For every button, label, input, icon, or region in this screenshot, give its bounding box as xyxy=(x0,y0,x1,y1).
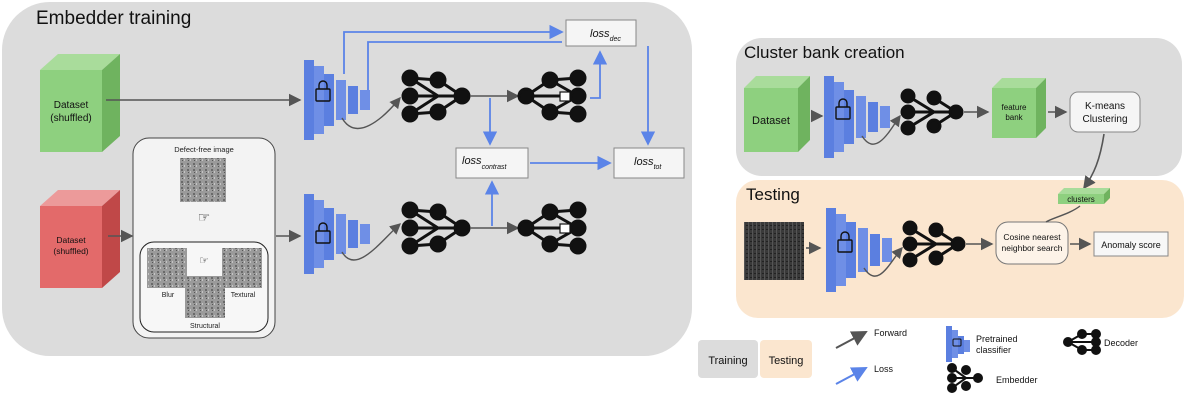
test-image xyxy=(744,222,804,280)
embedder-network-cluster xyxy=(900,88,964,136)
pretrained-encoder-cluster xyxy=(824,76,890,158)
svg-text:K-means: K-means xyxy=(1085,101,1125,112)
svg-text:Dataset: Dataset xyxy=(54,100,89,111)
decoder-network-bottom xyxy=(517,201,587,255)
svg-text:Decoder: Decoder xyxy=(1104,338,1138,348)
dataset-green-cube-small: Dataset xyxy=(744,76,810,152)
feature-bank-cube: feature bank xyxy=(992,78,1046,138)
svg-text:(shuffled): (shuffled) xyxy=(50,113,92,124)
hand-icon-small: ☞ xyxy=(199,255,209,267)
svg-text:Forward: Forward xyxy=(874,328,907,338)
testing-panel: Testing clusters xyxy=(736,133,1184,318)
kmeans-box: K-means Clustering xyxy=(1069,91,1141,133)
cosine-search-box: Cosine nearest neighbor search xyxy=(995,221,1069,265)
pretrained-encoder-testing xyxy=(826,208,892,292)
loss-arrows xyxy=(343,24,656,226)
anomaly-score-box: Anomaly score xyxy=(1093,231,1169,257)
embedder-network-bottom xyxy=(401,201,471,255)
svg-text:classifier: classifier xyxy=(976,345,1011,355)
svg-text:neighbor search: neighbor search xyxy=(1002,243,1063,253)
loss-dec-box: lossdec xyxy=(565,19,637,47)
svg-text:losscontrast: losscontrast xyxy=(462,155,508,171)
legend-testing: Testing xyxy=(760,340,812,378)
legend-training: Training xyxy=(698,340,758,378)
svg-text:Cosine nearest: Cosine nearest xyxy=(1003,232,1061,242)
svg-text:losstot: losstot xyxy=(634,156,662,171)
svg-text:Loss: Loss xyxy=(874,364,894,374)
svg-text:Anomaly score: Anomaly score xyxy=(1101,240,1161,250)
dataset-red-cube: Dataset (shuffled) xyxy=(40,190,120,288)
svg-text:feature: feature xyxy=(1002,103,1027,112)
embedder-training-panel: Embedder training Dataset (shuffled) Dat… xyxy=(2,2,692,356)
legend-decoder-icon xyxy=(1063,329,1101,355)
svg-text:Clustering: Clustering xyxy=(1082,114,1127,125)
embedder-training-title: Embedder training xyxy=(36,8,191,29)
cluster-bank-title: Cluster bank creation xyxy=(744,43,905,62)
svg-text:Dataset: Dataset xyxy=(56,235,86,245)
svg-text:Dataset: Dataset xyxy=(752,115,790,127)
svg-text:Training: Training xyxy=(708,355,747,367)
legend-pretrained-icon xyxy=(946,326,970,362)
svg-text:bank: bank xyxy=(1005,113,1023,122)
embedder-network-testing xyxy=(902,220,966,268)
legend-loss-arrow xyxy=(835,367,868,385)
legend-forward-arrow xyxy=(835,331,868,349)
decoder-network-top xyxy=(517,69,587,123)
legend-embedder-icon xyxy=(947,363,983,393)
augmentation-box: Defect-free image ☞ ☞ Blur Textural Stru… xyxy=(132,137,276,339)
blur-image xyxy=(147,248,187,288)
pretrained-encoder-bottom xyxy=(304,194,370,274)
svg-text:(shuffled): (shuffled) xyxy=(53,246,88,256)
dataset-green-cube: Dataset (shuffled) xyxy=(40,54,120,152)
clusters-cube: clusters xyxy=(1058,188,1110,204)
legend: Training Testing Forward Loss Pretrained… xyxy=(698,326,1138,393)
svg-text:Blur: Blur xyxy=(162,292,175,299)
svg-text:lossdec: lossdec xyxy=(590,28,621,43)
hand-icon: ☞ xyxy=(198,209,211,225)
svg-text:clusters: clusters xyxy=(1067,195,1095,204)
pretrained-encoder-top xyxy=(304,60,370,140)
testing-title: Testing xyxy=(746,185,800,204)
cluster-bank-panel: Cluster bank creation Dataset xyxy=(736,38,1182,176)
svg-text:Embedder: Embedder xyxy=(996,375,1038,385)
structural-image xyxy=(185,276,225,318)
embedder-network-top xyxy=(401,69,471,123)
defect-free-label: Defect-free image xyxy=(174,145,234,154)
loss-tot-box: losstot xyxy=(613,147,685,179)
svg-text:Structural: Structural xyxy=(190,323,220,330)
svg-text:Testing: Testing xyxy=(769,355,804,367)
defect-free-image xyxy=(180,158,226,202)
loss-contrast-box: losscontrast xyxy=(455,147,529,179)
textural-image xyxy=(222,248,262,288)
svg-text:Textural: Textural xyxy=(231,292,256,299)
svg-text:Pretrained: Pretrained xyxy=(976,334,1018,344)
